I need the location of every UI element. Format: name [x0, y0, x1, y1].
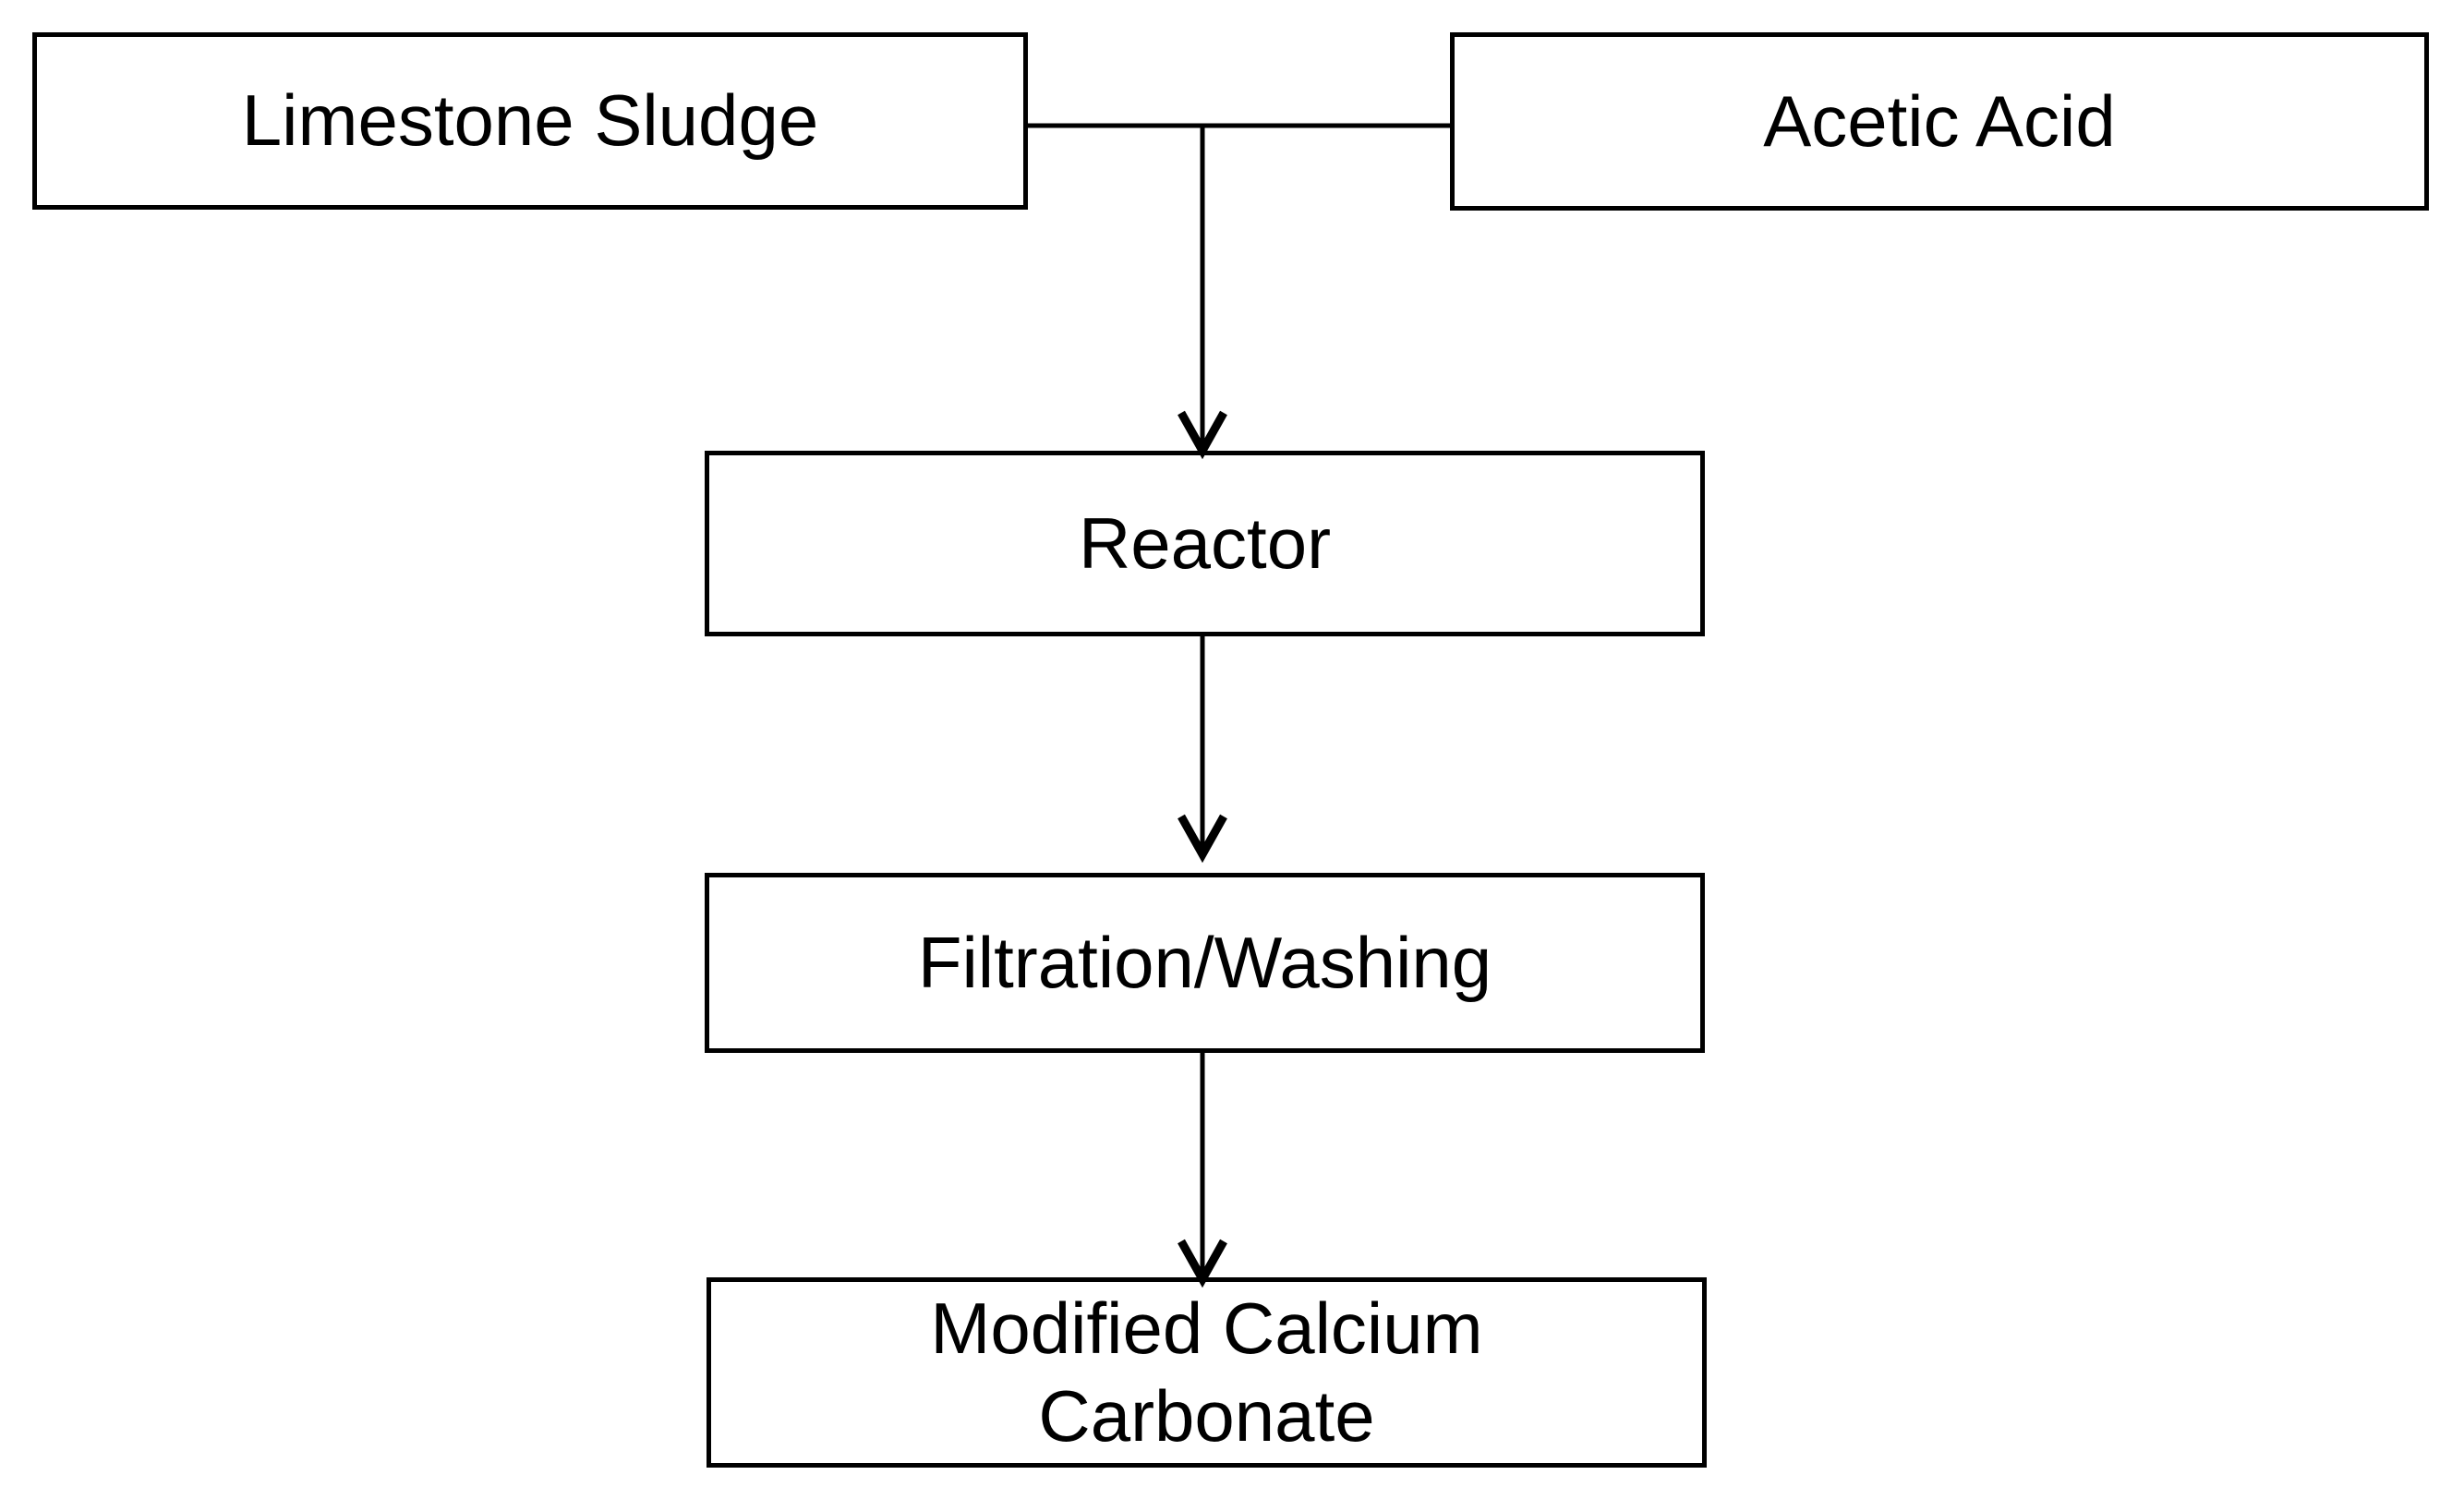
node-reactor: Reactor	[705, 451, 1705, 636]
node-filtration-washing: Filtration/Washing	[705, 873, 1705, 1053]
node-filtration-washing-label: Filtration/Washing	[917, 921, 1492, 1003]
node-reactor-label: Reactor	[1078, 502, 1332, 584]
node-limestone-sludge-label: Limestone Sludge	[241, 79, 819, 162]
node-acetic-acid-label: Acetic Acid	[1763, 79, 2116, 162]
arrow-down-icon-reactor	[1178, 410, 1227, 460]
node-modified-calcium-carbonate-label: Modified Calcium Carbonate	[930, 1287, 1483, 1457]
node-acetic-acid: Acetic Acid	[1450, 32, 2429, 211]
arrow-down-icon-filtration	[1178, 814, 1227, 864]
arrow-down-icon-product	[1178, 1239, 1227, 1288]
node-limestone-sludge: Limestone Sludge	[32, 32, 1028, 210]
node-modified-calcium-carbonate: Modified Calcium Carbonate	[707, 1277, 1707, 1468]
